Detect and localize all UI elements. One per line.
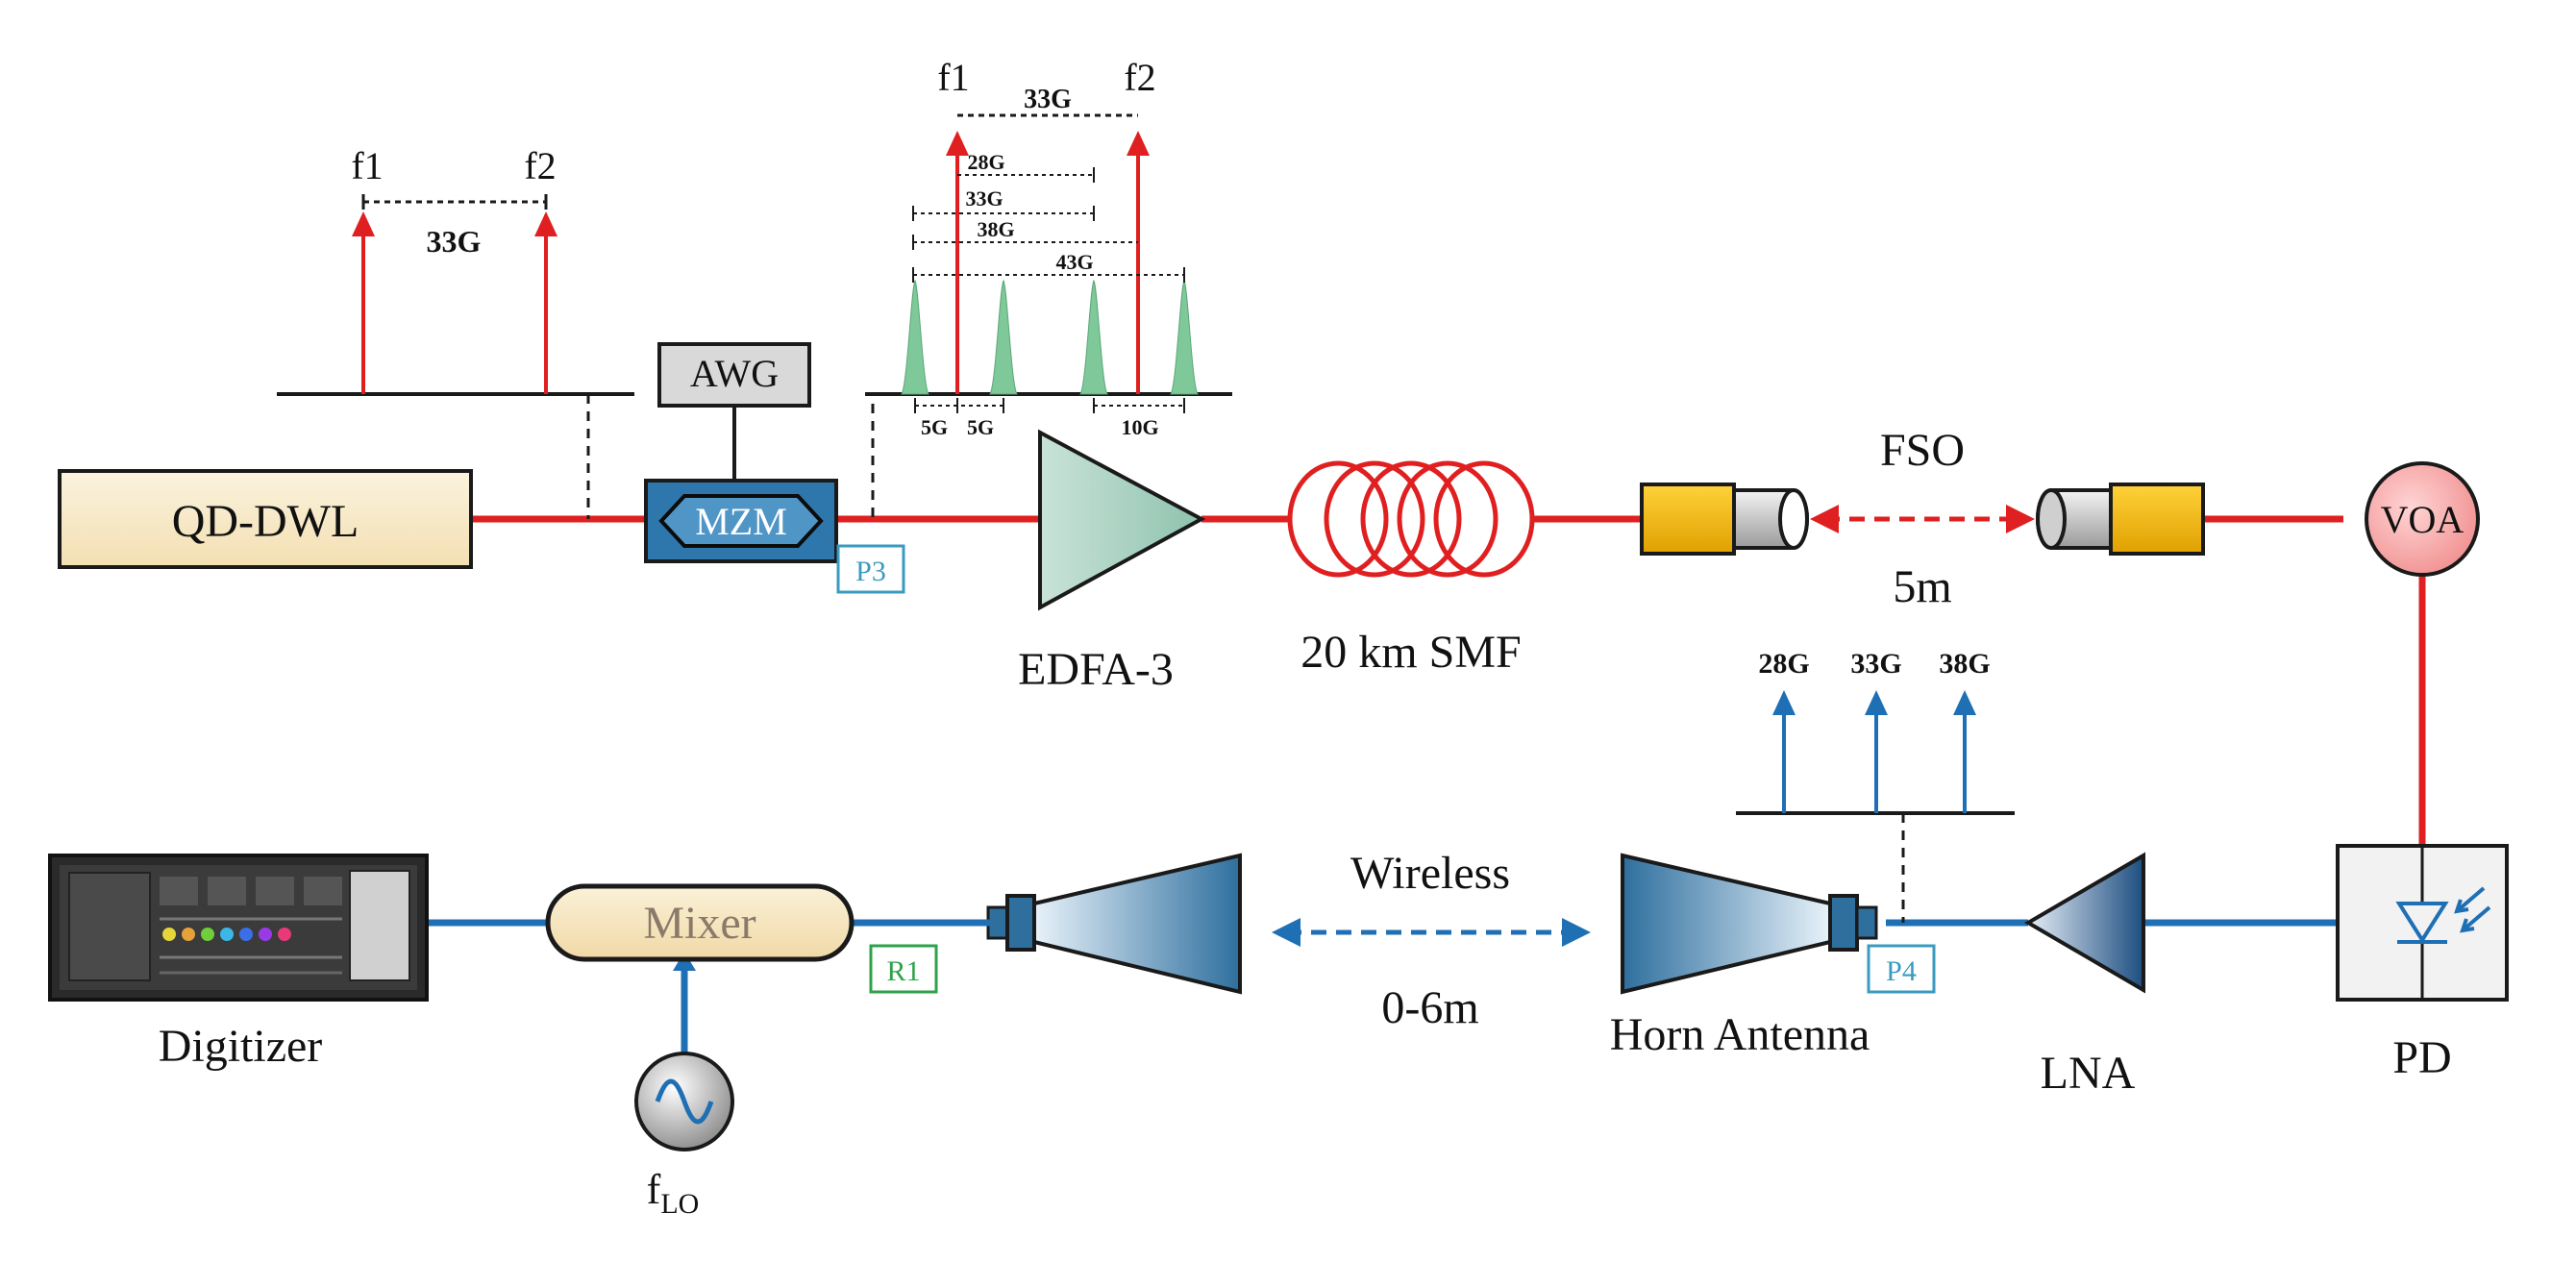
probe-r1[interactable]: R1: [869, 944, 938, 994]
spectrum2-f1-label: f1: [937, 56, 969, 99]
spacing-label-2: 33G: [965, 186, 1003, 210]
optical-link-lines: [471, 515, 2426, 846]
rf-tone-label-3: 38G: [1939, 648, 1990, 680]
wireless-distance-label: 0-6m: [1381, 982, 1478, 1033]
lo-label: fLO: [647, 1166, 700, 1220]
horn-label: Horn Antenna: [1610, 1009, 1870, 1060]
spectrum-inset-mzm: f1 f2 33G 28G 33G 38G 43G: [865, 56, 1232, 439]
lna-label: LNA: [2041, 1048, 2136, 1099]
awg-box[interactable]: AWG: [657, 342, 811, 408]
voa-label: VOA: [2381, 498, 2465, 541]
probe-r1-label: R1: [886, 955, 920, 987]
spectrum1-spacing-label: 33G: [427, 224, 482, 259]
spectrum2-top-spacing: 33G: [1024, 85, 1072, 114]
digitizer-label: Digitizer: [159, 1021, 323, 1072]
spectrum-inset-rf: 28G 33G 38G: [1736, 648, 2015, 815]
smf-fiber-coil[interactable]: [1287, 460, 1535, 578]
horn-antenna-tx[interactable]: [986, 853, 1242, 995]
local-oscillator[interactable]: [634, 1052, 734, 1152]
photodiode[interactable]: PD: [2336, 844, 2509, 1083]
qd-dwl-laser[interactable]: QD-DWL: [58, 469, 473, 569]
laser-label: QD-DWL: [172, 496, 359, 547]
edfa-label: EDFA-3: [1018, 644, 1174, 695]
mixer-label: Mixer: [643, 898, 755, 949]
mixer[interactable]: Mixer: [545, 883, 855, 962]
rf-tone-label-2: 33G: [1850, 648, 1901, 680]
spacing-label-1: 28G: [967, 150, 1004, 174]
horn-antenna-rx[interactable]: Horn Antenna: [1610, 853, 1878, 1060]
voa-attenuator[interactable]: VOA: [2365, 461, 2480, 577]
rf-tone-label-1: 28G: [1758, 648, 1809, 680]
pd-label: PD: [2392, 1032, 2451, 1083]
bottom-spacing-2: 5G: [967, 415, 994, 439]
awg-label: AWG: [690, 352, 779, 395]
spacing-label-4: 43G: [1055, 250, 1093, 274]
probe-p3[interactable]: P3: [836, 544, 905, 594]
fso-collimator-tx[interactable]: [1640, 483, 1809, 556]
probe-p4-label: P4: [1886, 955, 1917, 987]
sideband-peak-4: [1170, 279, 1199, 395]
spectrum1-f1-label: f1: [351, 144, 383, 187]
digitizer-instrument[interactable]: Digitizer: [48, 854, 429, 1072]
mzm-label: MZM: [695, 500, 787, 543]
spectrum2-f2-label: f2: [1124, 56, 1155, 99]
fso-collimator-rx[interactable]: [2036, 483, 2205, 556]
wireless-label: Wireless: [1350, 848, 1510, 899]
spectrum-inset-laser: f1 f2 33G: [277, 144, 634, 396]
fso-label: FSO: [1880, 425, 1965, 476]
sine-wave-icon: [655, 1078, 714, 1125]
edfa-amplifier[interactable]: EDFA-3: [1018, 429, 1206, 695]
bottom-spacing-3: 10G: [1121, 415, 1158, 439]
smf-label: 20 km SMF: [1300, 627, 1521, 678]
probe-p3-label: P3: [855, 556, 886, 587]
bottom-spacing-1: 5G: [921, 415, 948, 439]
sideband-peak-3: [1079, 279, 1108, 395]
sideband-peak-1: [901, 279, 929, 395]
spacing-label-3: 38G: [977, 217, 1014, 241]
lna-amplifier[interactable]: LNA: [2024, 852, 2145, 1099]
fso-distance-label: 5m: [1893, 561, 1951, 612]
probe-p4[interactable]: P4: [1867, 944, 1936, 994]
spectrum1-f2-label: f2: [524, 144, 556, 187]
sideband-peak-2: [989, 279, 1018, 395]
mzm-modulator[interactable]: MZM: [644, 479, 838, 563]
